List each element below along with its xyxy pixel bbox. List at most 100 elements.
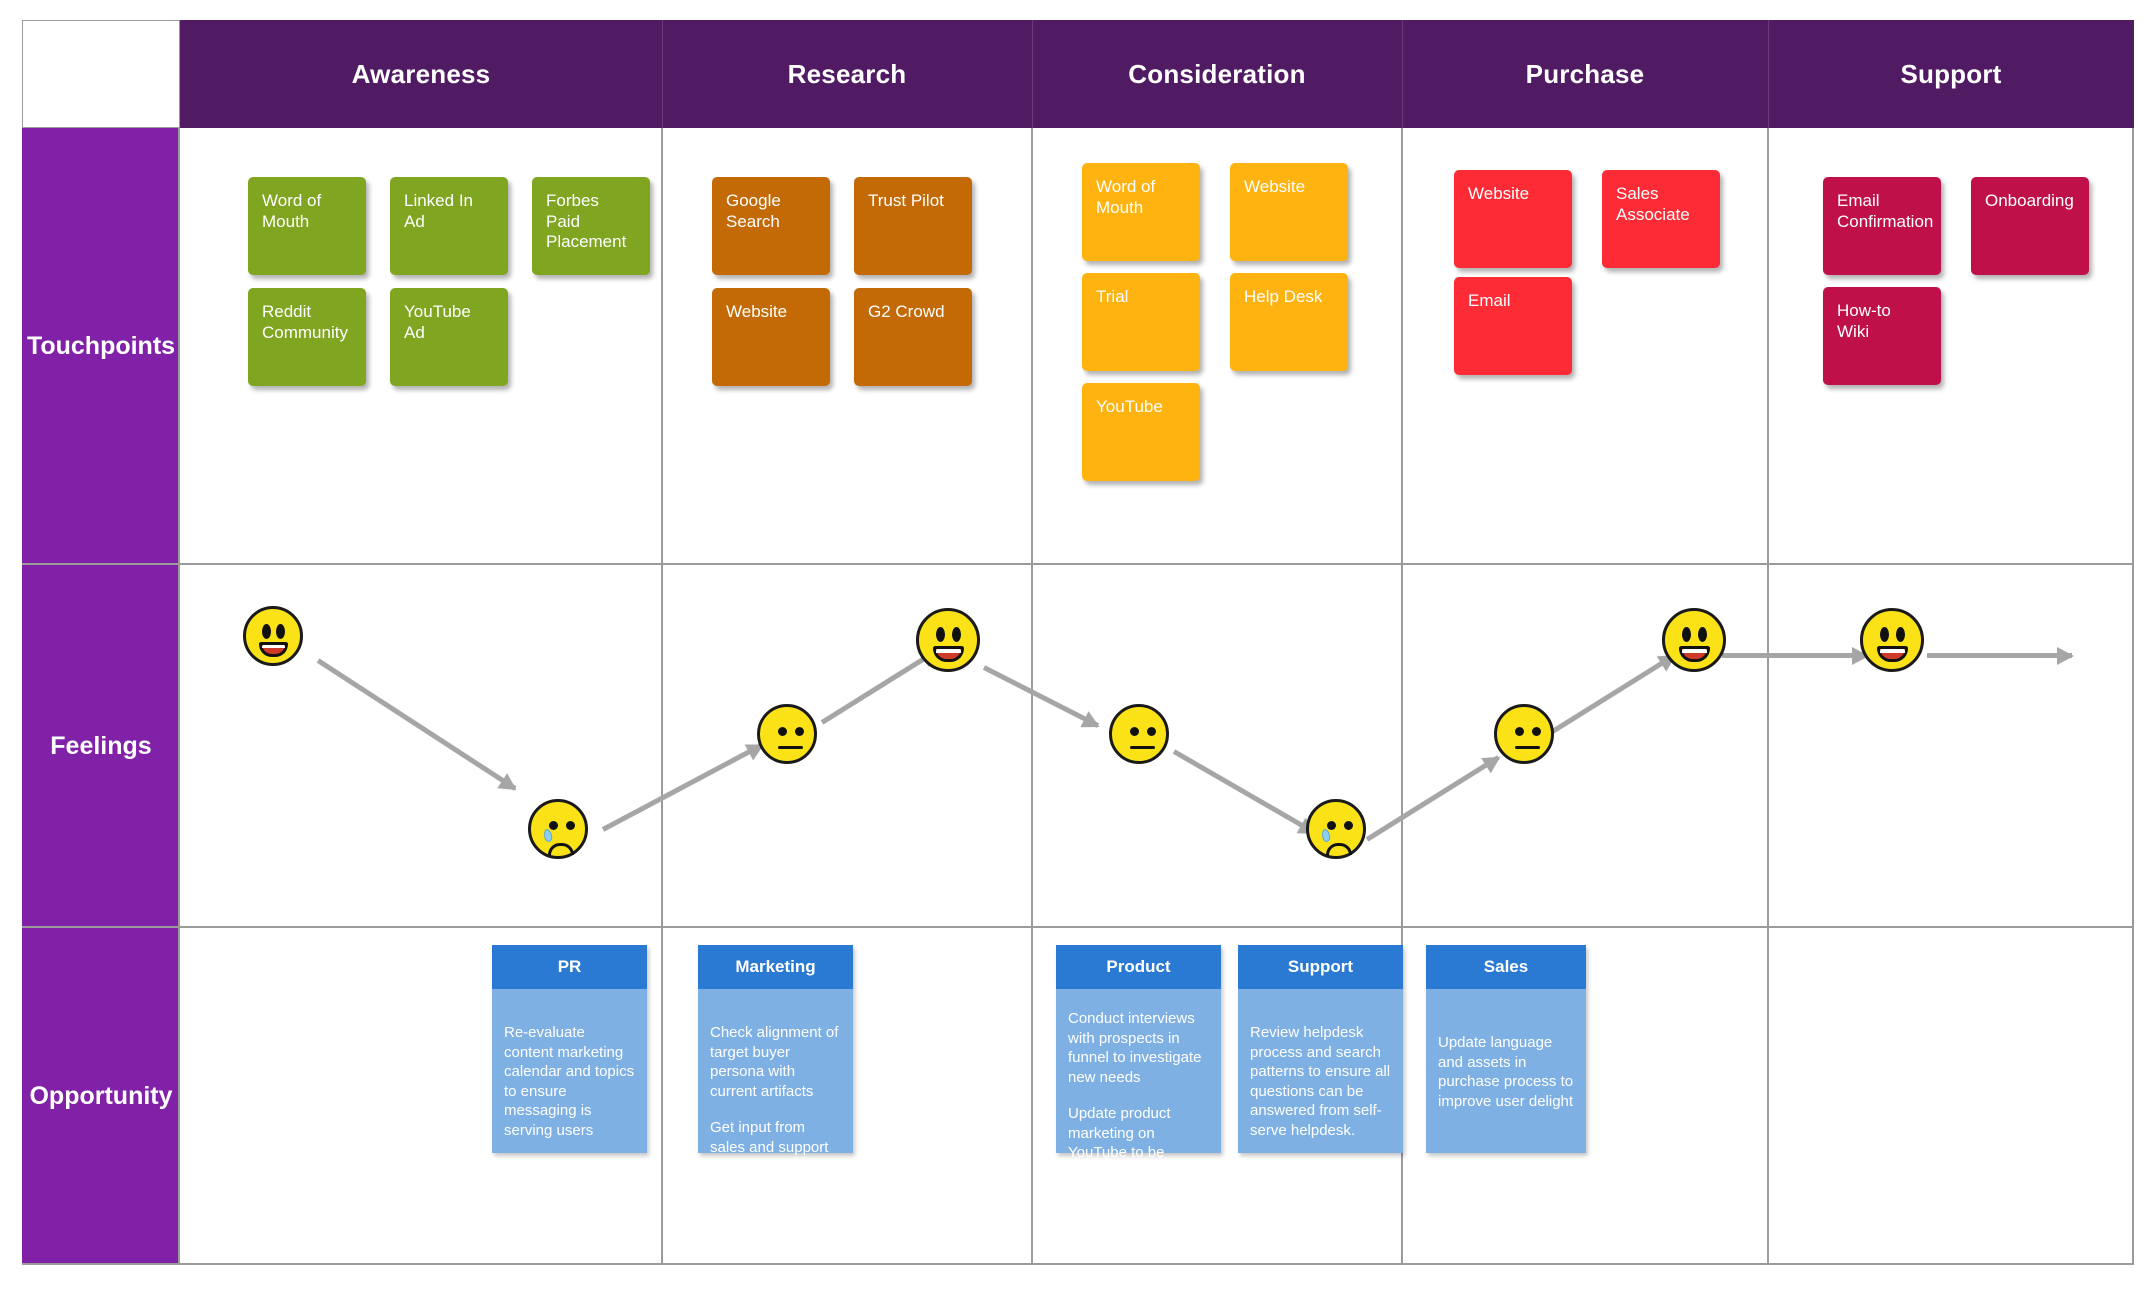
- column-divider-consideration-purchase: [1401, 128, 1403, 1265]
- stage-header-awareness[interactable]: Awareness: [180, 20, 662, 128]
- touchpoint-label: YouTube: [1096, 397, 1163, 416]
- sentiment-arrow: [1927, 653, 2072, 658]
- opportunity-card[interactable]: PR Re-evaluate content marketing calenda…: [492, 945, 647, 1153]
- touchpoint-card[interactable]: Linked In Ad: [390, 177, 508, 275]
- opportunity-notes: Review helpdesk process and search patte…: [1238, 989, 1403, 1153]
- touchpoint-label: Trial: [1096, 287, 1129, 306]
- touchpoint-card[interactable]: YouTube: [1082, 383, 1200, 481]
- touchpoint-card[interactable]: Word of Mouth: [1082, 163, 1200, 261]
- stage-header-support[interactable]: Support: [1768, 20, 2134, 128]
- opportunity-card[interactable]: Product Conduct interviews with prospect…: [1056, 945, 1221, 1181]
- opportunity-note: Get input from sales and support teams: [710, 1119, 829, 1175]
- touchpoint-card[interactable]: Website: [1230, 163, 1348, 261]
- touchpoint-card[interactable]: Email Confirmation: [1823, 177, 1941, 275]
- touchpoint-card[interactable]: Help Desk: [1230, 273, 1348, 371]
- header-divider: [662, 20, 663, 128]
- stage-label: Support: [1900, 58, 2002, 89]
- row-label-feelings[interactable]: Feelings: [22, 565, 180, 928]
- feeling-face-sad[interactable]: [1306, 799, 1366, 859]
- opportunity-owner-header: PR: [492, 945, 647, 989]
- stage-label: Research: [787, 58, 907, 89]
- opportunity-note: Re-evaluate content marketing calendar a…: [504, 1024, 635, 1139]
- touchpoint-card[interactable]: Trust Pilot: [854, 177, 972, 275]
- feeling-face-sad[interactable]: [528, 799, 588, 859]
- feeling-face-happy[interactable]: [1860, 608, 1924, 672]
- feeling-face-neutral[interactable]: [1109, 704, 1169, 764]
- touchpoint-label: G2 Crowd: [868, 302, 945, 321]
- feeling-face-neutral[interactable]: [1494, 704, 1554, 764]
- stage-header-purchase[interactable]: Purchase: [1402, 20, 1768, 128]
- mouth-frown-icon: [1326, 843, 1352, 855]
- row-label-text: Opportunity: [29, 1082, 173, 1111]
- row-divider-feelings-opportunity: [22, 926, 2134, 928]
- opportunity-note: Update product marketing on YouTube to b…: [1068, 1105, 1171, 1181]
- sentiment-arrow: [1722, 653, 1867, 658]
- sentiment-arrow: [1365, 755, 1500, 842]
- touchpoint-card[interactable]: Onboarding: [1971, 177, 2089, 275]
- eye-icon: [276, 624, 285, 639]
- touchpoint-card[interactable]: Website: [712, 288, 830, 386]
- touchpoint-card[interactable]: Reddit Community: [248, 288, 366, 386]
- eye-icon: [1130, 727, 1139, 736]
- sentiment-arrow: [820, 648, 938, 725]
- opportunity-note: Review helpdesk process and search patte…: [1250, 1024, 1391, 1139]
- column-divider-label: [178, 128, 180, 1265]
- opportunity-owner: Marketing: [735, 957, 816, 976]
- touchpoint-label: Help Desk: [1244, 287, 1323, 306]
- feeling-face-happy[interactable]: [243, 606, 303, 666]
- opportunity-note: Conduct interviews with prospects in fun…: [1068, 1010, 1202, 1086]
- feeling-face-happy[interactable]: [1662, 608, 1726, 672]
- eye-icon: [1147, 727, 1156, 736]
- eye-icon: [1698, 627, 1707, 642]
- touchpoint-card[interactable]: Email: [1454, 277, 1572, 375]
- opportunity-notes: Conduct interviews with prospects in fun…: [1056, 989, 1221, 1181]
- header-divider: [1768, 20, 1769, 128]
- eye-icon: [1515, 727, 1524, 736]
- eye-icon: [1532, 727, 1541, 736]
- stage-label: Purchase: [1525, 58, 1645, 89]
- touchpoint-label: Google Search: [726, 191, 781, 231]
- opportunity-card[interactable]: Sales Update language and assets in purc…: [1426, 945, 1586, 1153]
- touchpoint-card[interactable]: Forbes Paid Placement: [532, 177, 650, 275]
- touchpoint-card[interactable]: G2 Crowd: [854, 288, 972, 386]
- mouth-flat-icon: [1130, 746, 1155, 749]
- opportunity-notes: Update language and assets in purchase p…: [1426, 989, 1586, 1153]
- eye-icon: [936, 627, 945, 642]
- eye-icon: [1682, 627, 1691, 642]
- mouth-open-icon: [1877, 646, 1908, 662]
- touchpoint-label: Website: [1244, 177, 1306, 196]
- touchpoint-label: Reddit Community: [262, 302, 348, 342]
- journey-grid: Awareness Research Consideration Purchas…: [22, 20, 2134, 1265]
- column-divider-purchase-support: [1767, 128, 1769, 1265]
- mouth-open-icon: [259, 642, 288, 657]
- feeling-face-neutral[interactable]: [757, 704, 817, 764]
- opportunity-note: Update language and assets in purchase p…: [1438, 1034, 1574, 1110]
- stage-header-research[interactable]: Research: [662, 20, 1032, 128]
- opportunity-card[interactable]: Support Review helpdesk process and sear…: [1238, 945, 1403, 1153]
- column-divider-awareness-research: [661, 128, 663, 1265]
- mouth-flat-icon: [1515, 746, 1540, 749]
- feeling-face-happy[interactable]: [916, 608, 980, 672]
- header-divider: [1032, 20, 1033, 128]
- touchpoint-card[interactable]: How-to Wiki: [1823, 287, 1941, 385]
- row-label-text: Feelings: [50, 732, 152, 761]
- opportunity-notes: Check alignment of target buyer persona …: [698, 989, 853, 1175]
- eye-icon: [262, 624, 271, 639]
- touchpoint-card[interactable]: Google Search: [712, 177, 830, 275]
- touchpoint-card[interactable]: YouTube Ad: [390, 288, 508, 386]
- touchpoint-label: Word of Mouth: [262, 191, 322, 231]
- grid-bottom-edge: [22, 1263, 2134, 1265]
- row-label-opportunity[interactable]: Opportunity: [22, 928, 180, 1265]
- stage-header-consideration[interactable]: Consideration: [1032, 20, 1402, 128]
- mouth-flat-icon: [778, 746, 803, 749]
- sentiment-arrow: [982, 665, 1100, 728]
- touchpoint-card[interactable]: Website: [1454, 170, 1572, 268]
- opportunity-card[interactable]: Marketing Check alignment of target buye…: [698, 945, 853, 1175]
- touchpoint-card[interactable]: Trial: [1082, 273, 1200, 371]
- eye-icon: [1880, 627, 1889, 642]
- row-label-touchpoints[interactable]: Touchpoints: [22, 128, 180, 565]
- touchpoint-card[interactable]: Word of Mouth: [248, 177, 366, 275]
- touchpoint-card[interactable]: Sales Associate: [1602, 170, 1720, 268]
- touchpoint-label: Linked In Ad: [404, 191, 473, 231]
